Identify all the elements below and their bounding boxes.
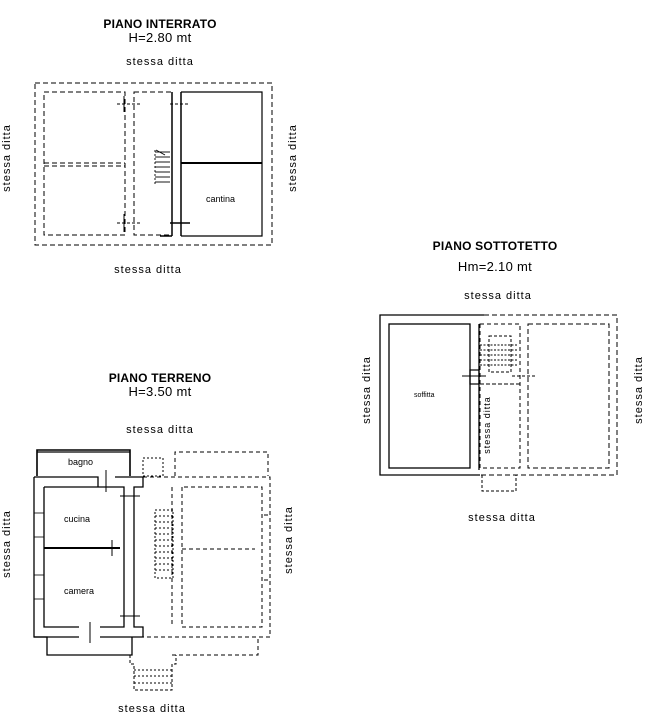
room-camera: camera: [64, 586, 95, 596]
terreno-neighbor-bottom: stessa ditta: [118, 703, 186, 715]
interrato-height: H=2.80 mt: [128, 30, 192, 45]
sottotetto-neighbor-top: stessa ditta: [464, 290, 532, 302]
room-cantina: cantina: [206, 194, 236, 204]
terreno-height: H=3.50 mt: [128, 384, 192, 399]
room-cucina: cucina: [64, 514, 91, 524]
sottotetto-neighbor-bottom: stessa ditta: [468, 512, 536, 524]
interrato-title: PIANO INTERRATO: [103, 17, 217, 31]
sottotetto-title: PIANO SOTTOTETTO: [432, 239, 558, 253]
terreno-title: PIANO TERRENO: [108, 371, 212, 385]
sottotetto-height: Hm=2.10 mt: [457, 259, 533, 274]
interrato-neighbor-top: stessa ditta: [126, 56, 194, 68]
room-soffitta: soffitta: [414, 392, 435, 399]
room-bagno: bagno: [68, 457, 94, 467]
interrato-neighbor-bottom: stessa ditta: [114, 264, 182, 276]
terreno-neighbor-top: stessa ditta: [126, 424, 194, 436]
